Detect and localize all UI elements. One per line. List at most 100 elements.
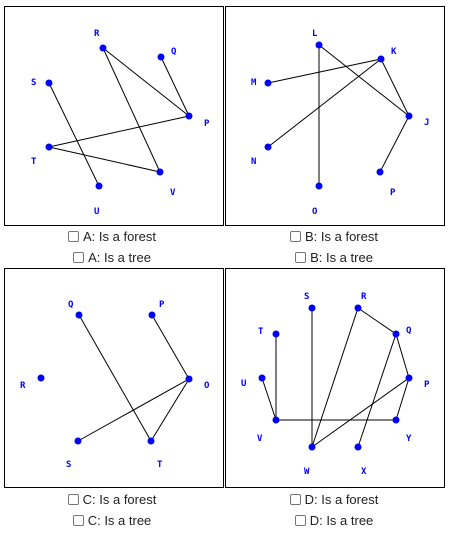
graph-b-node-j bbox=[405, 112, 413, 120]
graph-a-label-u: U bbox=[94, 207, 99, 217]
graph-c-node-s bbox=[74, 437, 82, 445]
checkbox-b-forest[interactable] bbox=[290, 231, 301, 242]
graph-c-node-t bbox=[147, 437, 155, 445]
graph-d-node-p bbox=[405, 374, 413, 382]
graph-d-label-s: S bbox=[304, 292, 309, 302]
checkbox-c-tree[interactable] bbox=[72, 515, 84, 526]
option-b-forest[interactable]: B: Is a forest bbox=[222, 227, 446, 246]
graph-b-label-j: J bbox=[424, 118, 429, 128]
option-a-tree-label: A: Is a tree bbox=[88, 250, 151, 265]
option-d-forest[interactable]: D: Is a forest bbox=[222, 490, 446, 509]
graph-d-label-w: W bbox=[304, 467, 310, 477]
graph-d-edge-q-x bbox=[357, 333, 397, 448]
graph-d-label-x: X bbox=[361, 467, 367, 477]
graph-d-node-u bbox=[258, 374, 266, 382]
option-a-forest-label: A: Is a forest bbox=[83, 229, 156, 244]
graph-a-node-r bbox=[99, 44, 107, 52]
graph-b-node-n bbox=[264, 143, 272, 151]
graph-c-node-q bbox=[75, 311, 83, 319]
option-c-tree[interactable]: C: Is a tree bbox=[0, 511, 224, 530]
graph-a-label-r: R bbox=[94, 29, 100, 39]
graph-b-node-p bbox=[376, 168, 384, 176]
graph-b-label-m: M bbox=[251, 78, 257, 88]
graph-d-node-s bbox=[308, 304, 316, 312]
graph-c-edge-q-t bbox=[78, 314, 152, 442]
graph-d-edge-p-w bbox=[311, 377, 410, 448]
graph-a-node-s bbox=[45, 79, 53, 87]
graph-b-label-l: L bbox=[312, 29, 318, 39]
checkbox-d-forest[interactable] bbox=[289, 494, 301, 505]
graph-c-label-o: O bbox=[204, 381, 210, 391]
graph-d-node-v bbox=[272, 416, 280, 424]
graph-d-edge-u-v bbox=[261, 377, 277, 421]
graph-d-label-v: V bbox=[257, 434, 263, 444]
graph-d-edge-r-w bbox=[311, 307, 359, 448]
graph-d-node-q bbox=[392, 330, 400, 338]
graph-b-label-o: O bbox=[312, 207, 318, 217]
option-d-forest-label: D: Is a forest bbox=[304, 492, 379, 507]
graph-b-node-o bbox=[315, 182, 323, 190]
graph-a-edge-q-p bbox=[160, 56, 190, 117]
option-a-tree[interactable]: A: Is a tree bbox=[0, 248, 224, 267]
graph-c-label-r: R bbox=[20, 381, 26, 391]
graph-d-label-y: Y bbox=[406, 434, 412, 444]
graph-a-node-u bbox=[95, 182, 103, 190]
graph-b-edge-k-m bbox=[267, 58, 382, 84]
graph-d-node-y bbox=[392, 416, 400, 424]
graph-d-label-q: Q bbox=[406, 326, 412, 336]
graph-d-node-w bbox=[308, 443, 316, 451]
graph-b-label-n: N bbox=[251, 157, 256, 167]
graph-a-label-s: S bbox=[31, 78, 36, 88]
graph-a-label-t: T bbox=[31, 157, 37, 167]
option-b-tree-label: B: Is a tree bbox=[310, 250, 373, 265]
graph-d-label-r: R bbox=[361, 292, 367, 302]
graph-d-label-p: P bbox=[424, 380, 430, 390]
graph-a-node-v bbox=[156, 168, 164, 176]
graph-c-label-t: T bbox=[157, 460, 163, 470]
graph-c-edge-o-s bbox=[77, 378, 190, 442]
checkbox-a-tree[interactable] bbox=[73, 252, 85, 263]
graph-c-edge-o-t bbox=[150, 378, 190, 442]
graph-b-node-l bbox=[315, 41, 323, 49]
graph-c-node-o bbox=[185, 375, 193, 383]
graph-c-node-r bbox=[37, 374, 45, 382]
option-d-tree-label: D: Is a tree bbox=[309, 513, 374, 528]
checkbox-d-tree[interactable] bbox=[294, 515, 306, 526]
checkbox-b-tree[interactable] bbox=[295, 252, 307, 263]
graph-d-node-r bbox=[354, 304, 362, 312]
graph-a-edge-t-v bbox=[48, 146, 161, 173]
option-c-tree-label: C: Is a tree bbox=[87, 513, 152, 528]
graph-d-node-t bbox=[272, 330, 280, 338]
graph-c-label-s: S bbox=[66, 460, 71, 470]
graph-d-edge-p-y bbox=[395, 377, 410, 421]
graph-a-node-t bbox=[45, 143, 53, 151]
graph-a-label-p: P bbox=[204, 119, 210, 129]
graph-b-edge-k-j bbox=[380, 58, 410, 117]
graph-b-edge-k-n bbox=[267, 58, 382, 148]
graph-a-edge-r-v bbox=[102, 47, 161, 173]
graph-d-edge-q-p bbox=[395, 333, 410, 379]
graph-b-node-m bbox=[264, 79, 272, 87]
graph-a-edge-r-p bbox=[102, 47, 190, 117]
checkbox-c-forest[interactable] bbox=[67, 494, 79, 505]
option-d-tree[interactable]: D: Is a tree bbox=[222, 511, 446, 530]
graph-a-label-v: V bbox=[170, 188, 176, 198]
graph-a-edge-t-p bbox=[48, 115, 190, 148]
graph-b-label-p: P bbox=[390, 188, 396, 198]
graph-a-edge-s-u bbox=[48, 82, 100, 187]
option-a-forest[interactable]: A: Is a forest bbox=[0, 227, 224, 246]
option-b-tree[interactable]: B: Is a tree bbox=[222, 248, 446, 267]
graph-d-edge-r-q bbox=[357, 307, 397, 335]
option-c-forest[interactable]: C: Is a forest bbox=[0, 490, 224, 509]
graph-b-node-k bbox=[377, 55, 385, 63]
graph-d-label-u: U bbox=[241, 379, 246, 389]
checkbox-a-forest[interactable] bbox=[68, 231, 79, 242]
